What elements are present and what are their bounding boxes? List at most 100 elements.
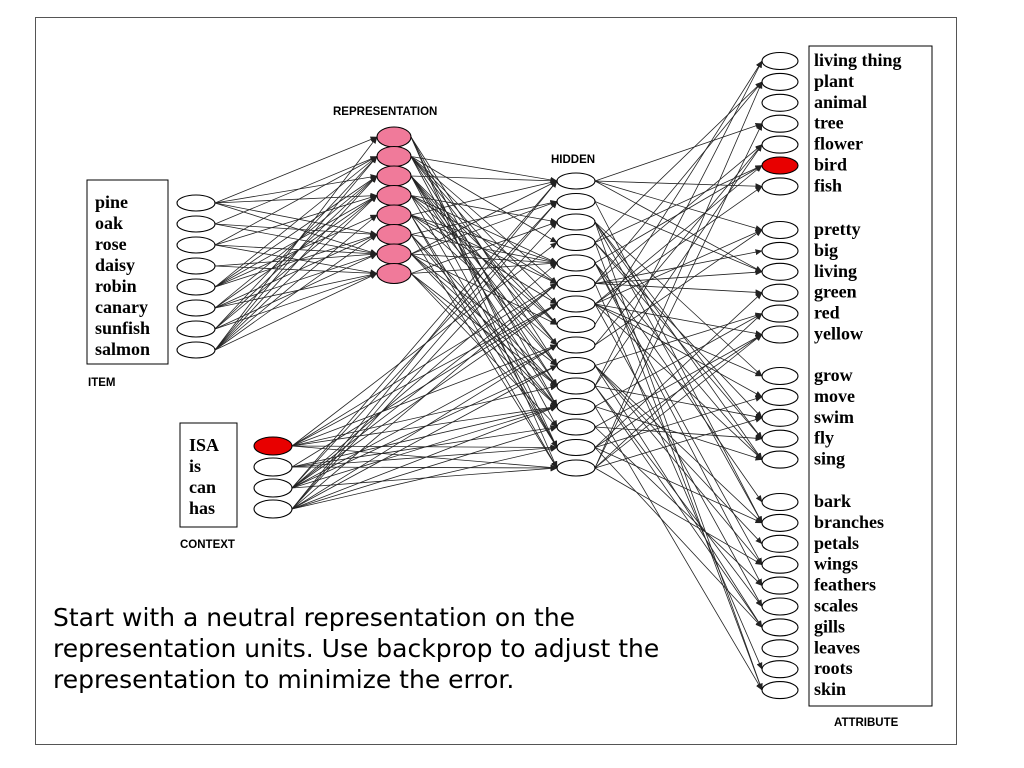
connection-hidden-attribute xyxy=(594,395,763,448)
connection-rep-hidden xyxy=(410,253,558,366)
connection-item-rep xyxy=(214,175,378,351)
attribute-unit-branches xyxy=(761,513,799,532)
connection-hidden-attribute xyxy=(594,144,763,346)
item-unit-robin xyxy=(176,278,216,296)
attribute-unit-wings xyxy=(761,555,799,574)
attribute-unit-tree xyxy=(761,114,799,133)
attribute-unit-big xyxy=(761,241,799,260)
connection-hidden-attribute xyxy=(594,313,763,469)
attribute-word-red: red xyxy=(814,303,840,323)
connection-hidden-attribute xyxy=(594,165,763,305)
representation-unit xyxy=(376,126,412,148)
connection-hidden-attribute xyxy=(594,334,763,469)
attribute-word-wings: wings xyxy=(814,554,858,574)
connection-rep-hidden xyxy=(410,156,558,183)
connection-context-hidden xyxy=(291,384,558,447)
attribute-unit-red xyxy=(761,304,799,323)
item-unit-oak xyxy=(176,215,216,233)
connection-rep-hidden xyxy=(410,175,558,325)
connection-hidden-attribute xyxy=(594,303,763,377)
hidden-unit xyxy=(556,336,596,354)
connection-rep-hidden xyxy=(410,136,558,469)
connection-hidden-attribute xyxy=(594,81,763,469)
connection-context-hidden xyxy=(291,221,558,510)
connection-item-rep xyxy=(214,271,378,309)
connection-rep-hidden xyxy=(410,195,558,264)
connection-context-hidden xyxy=(291,262,558,489)
context-word-isa: ISA xyxy=(189,435,219,455)
attribute-word-bird: bird xyxy=(814,155,847,175)
connection-item-rep xyxy=(214,202,378,255)
attribute-word-swim: swim xyxy=(814,407,854,427)
context-word-is: is xyxy=(189,456,201,476)
context-box xyxy=(179,422,238,528)
connection-item-rep xyxy=(214,223,378,256)
connection-hidden-attribute xyxy=(594,447,763,524)
attribute-unit-move xyxy=(761,387,799,406)
attribute-unit-animal xyxy=(761,93,799,112)
attribute-unit-leaves xyxy=(761,639,799,658)
connection-item-rep xyxy=(214,156,378,225)
connection-rep-hidden xyxy=(410,195,558,284)
attribute-word-animal: animal xyxy=(814,92,867,112)
attribute-unit-green xyxy=(761,283,799,302)
connection-item-rep xyxy=(214,136,378,351)
connection-rep-hidden xyxy=(410,214,558,448)
connection-rep-hidden xyxy=(410,195,558,448)
connection-rep-hidden xyxy=(410,253,558,325)
attribute-unit-scales xyxy=(761,597,799,616)
connection-item-rep xyxy=(214,195,378,330)
connection-rep-hidden xyxy=(410,260,558,274)
item-unit-salmon xyxy=(176,341,216,359)
connection-item-rep xyxy=(214,136,378,204)
connection-context-hidden xyxy=(291,426,558,510)
connection-hidden-attribute xyxy=(594,242,763,440)
attribute-unit-fly xyxy=(761,429,799,448)
hidden-unit xyxy=(556,254,596,272)
connection-hidden-attribute xyxy=(594,144,763,387)
attribute-unit-feathers xyxy=(761,576,799,595)
attribute-unit-bark xyxy=(761,492,799,512)
attribute-word-bark: bark xyxy=(814,491,851,511)
units xyxy=(176,51,799,700)
connection-hidden-attribute xyxy=(594,365,763,545)
hidden-unit xyxy=(556,377,596,395)
attribute-unit-skin xyxy=(761,681,799,700)
slide-caption: Start with a neutral representation on t… xyxy=(53,603,660,694)
connection-rep-hidden xyxy=(410,156,558,325)
connection-hidden-attribute xyxy=(594,269,763,284)
context-word-can: can xyxy=(189,477,216,497)
connection-rep-hidden xyxy=(410,253,558,387)
connection-rep-hidden xyxy=(410,214,558,264)
connection-hidden-attribute xyxy=(594,365,763,566)
attribute-unit-plant xyxy=(761,72,799,91)
connection-context-hidden xyxy=(291,446,558,510)
item-word-robin: robin xyxy=(95,276,137,296)
hidden-unit xyxy=(556,356,596,375)
context-layer-label: CONTEXT xyxy=(180,539,235,551)
connection-item-rep xyxy=(214,156,378,330)
connection-context-hidden xyxy=(291,405,558,489)
connection-hidden-attribute xyxy=(594,81,763,243)
attribute-word-petals: petals xyxy=(814,533,859,553)
attribute-word-flower: flower xyxy=(814,134,863,154)
connection-hidden-attribute xyxy=(594,283,763,296)
connection-hidden-attribute xyxy=(594,312,763,366)
representation-unit xyxy=(376,184,412,207)
attribute-unit-living-thing xyxy=(761,51,799,71)
attribute-word-grow: grow xyxy=(814,365,853,385)
connection-rep-hidden xyxy=(410,214,558,305)
connection-hidden-attribute xyxy=(594,426,763,586)
connection-hidden-attribute xyxy=(594,201,763,524)
context-unit-isa xyxy=(253,436,293,456)
connection-rep-hidden xyxy=(410,214,558,284)
item-unit-rose xyxy=(176,236,216,254)
connection-rep-hidden xyxy=(410,156,558,305)
attribute-unit-pretty xyxy=(761,220,799,240)
representation-layer-label: REPRESENTATION xyxy=(333,106,437,118)
connection-hidden-attribute xyxy=(594,365,763,524)
connection-hidden-attribute xyxy=(594,144,763,284)
attribute-word-fly: fly xyxy=(814,428,834,448)
connection-context-hidden xyxy=(291,365,558,510)
